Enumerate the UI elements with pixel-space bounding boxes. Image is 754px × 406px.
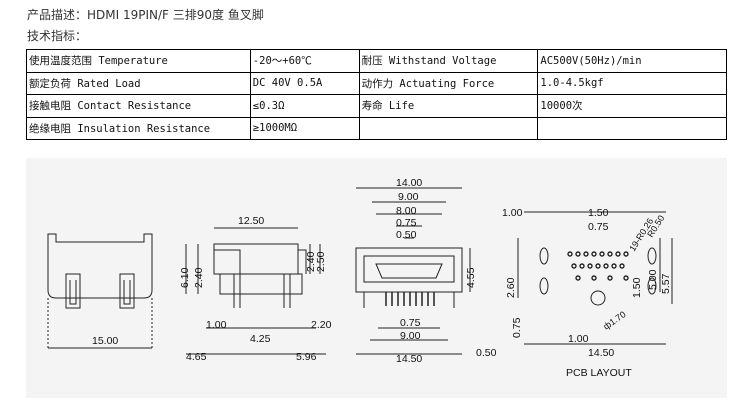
- dim-label: 2.40: [193, 267, 205, 288]
- technical-drawing: 15.00 12.50 6.10 2.40 2.40 2.50 1.00 4.2…: [26, 158, 727, 398]
- dim-label: 1.50: [588, 207, 609, 219]
- drawing-canvas: 15.00 12.50 6.10 2.40 2.40 2.50 1.00 4.2…: [47, 177, 673, 379]
- dim-label: 5.96: [296, 351, 317, 363]
- spec-label: 额定负荷 Rated Load: [26, 71, 251, 95]
- side-view: [185, 227, 326, 355]
- spec-label: 寿命 Life: [358, 94, 539, 118]
- dim-label: 12.50: [238, 215, 264, 227]
- dim-label: 15.00: [92, 335, 118, 347]
- dim-label: 9.00: [398, 191, 419, 203]
- spec-value: 10000次: [537, 94, 727, 118]
- pcb-layout-view: [517, 211, 673, 345]
- dim-label: 6.10: [179, 267, 191, 288]
- spec-value: [537, 116, 727, 140]
- dim-label: 14.50: [588, 347, 614, 359]
- rear-view: [355, 187, 471, 355]
- dim-label: 1.00: [206, 319, 227, 331]
- dim-label: 5.57: [660, 273, 672, 294]
- dim-label: 2.50: [315, 251, 327, 272]
- spec-value: DC 40V 0.5A: [249, 71, 360, 95]
- spec-value: ≤0.3Ω: [249, 94, 360, 118]
- dim-label: 2.60: [505, 277, 517, 298]
- dim-label: 2.40: [305, 251, 317, 272]
- dim-label: 1.50: [631, 277, 643, 298]
- front-view: [47, 233, 153, 350]
- spec-label: 接触电阻 Contact Resistance: [26, 94, 251, 118]
- spec-value: -20～+60℃: [249, 49, 360, 73]
- dim-label: 14.00: [396, 177, 422, 189]
- table-row: 使用温度范围 Temperature -20～+60℃ 耐压 Withstand…: [26, 49, 727, 73]
- table-row: 接触电阻 Contact Resistance ≤0.3Ω 寿命 Life 10…: [26, 94, 727, 118]
- spec-value: 1.0-4.5kgf: [537, 71, 727, 95]
- dim-label: 4.55: [465, 267, 477, 288]
- dim-label: 0.50: [476, 347, 497, 359]
- dim-label: 1.00: [568, 333, 589, 345]
- product-description: 产品描述：HDMI 19PIN/F 三排90度 鱼叉脚: [27, 8, 264, 22]
- dim-label: 4.25: [250, 333, 271, 345]
- dim-label: 8.00: [396, 205, 417, 217]
- pcb-layout-label: PCB LAYOUT: [566, 367, 632, 379]
- dim-label: 14.50: [396, 353, 422, 365]
- dim-label: 0.75: [588, 221, 609, 233]
- dim-label: 0.75: [396, 217, 417, 229]
- spec-value: ≥1000MΩ: [249, 116, 360, 140]
- tech-spec-title: 技术指标：: [27, 29, 88, 43]
- dim-label: 1.00: [502, 207, 523, 219]
- spec-value: AC500V(50Hz)/min: [537, 49, 727, 73]
- dim-label: 4.65: [186, 351, 207, 363]
- dim-label: ф1.70: [601, 309, 627, 331]
- spec-label: 动作力 Actuating Force: [358, 71, 539, 95]
- dim-label: 9.00: [400, 330, 421, 342]
- dim-label: 0.50: [396, 229, 417, 241]
- spec-label: [358, 116, 539, 140]
- dim-label: 0.75: [400, 317, 421, 329]
- dim-label: 0.75: [511, 317, 523, 338]
- dim-label: 2.20: [311, 319, 332, 331]
- spec-table: 使用温度范围 Temperature -20～+60℃ 耐压 Withstand…: [26, 49, 727, 140]
- dim-label: 5.00: [647, 269, 659, 290]
- spec-label: 耐压 Withstand Voltage: [358, 49, 539, 73]
- table-row: 绝缘电阻 Insulation Resistance ≥1000MΩ: [26, 116, 727, 140]
- table-row: 额定负荷 Rated Load DC 40V 0.5A 动作力 Actuatin…: [26, 71, 727, 95]
- spec-label: 使用温度范围 Temperature: [26, 49, 251, 73]
- spec-label: 绝缘电阻 Insulation Resistance: [26, 116, 251, 140]
